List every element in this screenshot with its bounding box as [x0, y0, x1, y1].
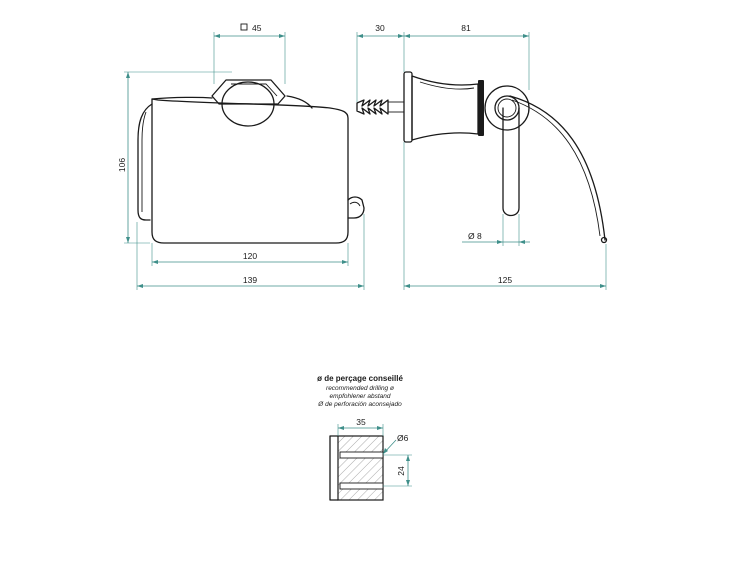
dim-label-106: 106	[117, 158, 127, 172]
dim-label-139: 139	[243, 275, 257, 285]
dim-label-125: 125	[498, 275, 512, 285]
wall-flange	[403, 71, 413, 143]
note-title: ø de perçage conseillé	[317, 374, 403, 383]
cover-plate	[151, 98, 349, 244]
template-block	[337, 435, 384, 501]
dim-label-81: 81	[461, 23, 471, 33]
drill-hole-bottom	[339, 482, 384, 490]
note-line-2: empfohlener abstand	[329, 393, 390, 400]
hinge-loop	[137, 103, 153, 221]
note-line-3: Ø de perforación aconsejado	[317, 401, 402, 408]
drilling-template	[329, 435, 384, 501]
dim-side-total: 125	[403, 142, 607, 290]
dim-side-depth: 81	[404, 23, 530, 90]
cover-spring	[509, 95, 606, 241]
dim-label-24: 24	[396, 466, 406, 476]
end-flap	[347, 196, 365, 219]
dim-label-rod: Ø 8	[468, 231, 482, 241]
side-view	[356, 71, 608, 244]
dim-front-inner-width: 120	[151, 243, 349, 266]
dim-front-total-width: 139	[136, 214, 365, 290]
dim-label-hole: Ø6	[397, 433, 409, 443]
rosette-knob	[221, 81, 275, 127]
wall-anchor	[356, 99, 389, 115]
dim-side-rod: Ø 8	[462, 214, 530, 246]
dim-label-45: 45	[252, 23, 262, 33]
dark-ring	[478, 80, 484, 136]
dim-drill-width: 35	[337, 417, 384, 436]
holder-rod	[502, 107, 520, 217]
dim-label-120: 120	[243, 251, 257, 261]
dim-label-30: 30	[375, 23, 385, 33]
note-line-1: recommended drilling ø	[326, 385, 394, 392]
drilling-note: ø de perçage conseillé recommended drill…	[317, 374, 403, 408]
dim-drill-hole: Ø6	[382, 433, 409, 455]
front-view	[137, 79, 365, 244]
drill-hole-top	[339, 451, 384, 459]
bracket-body	[411, 75, 479, 141]
side-rosette	[484, 85, 530, 131]
dim-front-square: 45	[213, 23, 286, 84]
dim-drill-spacing: 24	[383, 454, 412, 487]
mounting-rosette	[211, 79, 286, 105]
dim-front-height: 106	[117, 71, 232, 244]
dim-side-wall-depth: 30	[356, 23, 405, 102]
dim-label-35: 35	[356, 417, 366, 427]
